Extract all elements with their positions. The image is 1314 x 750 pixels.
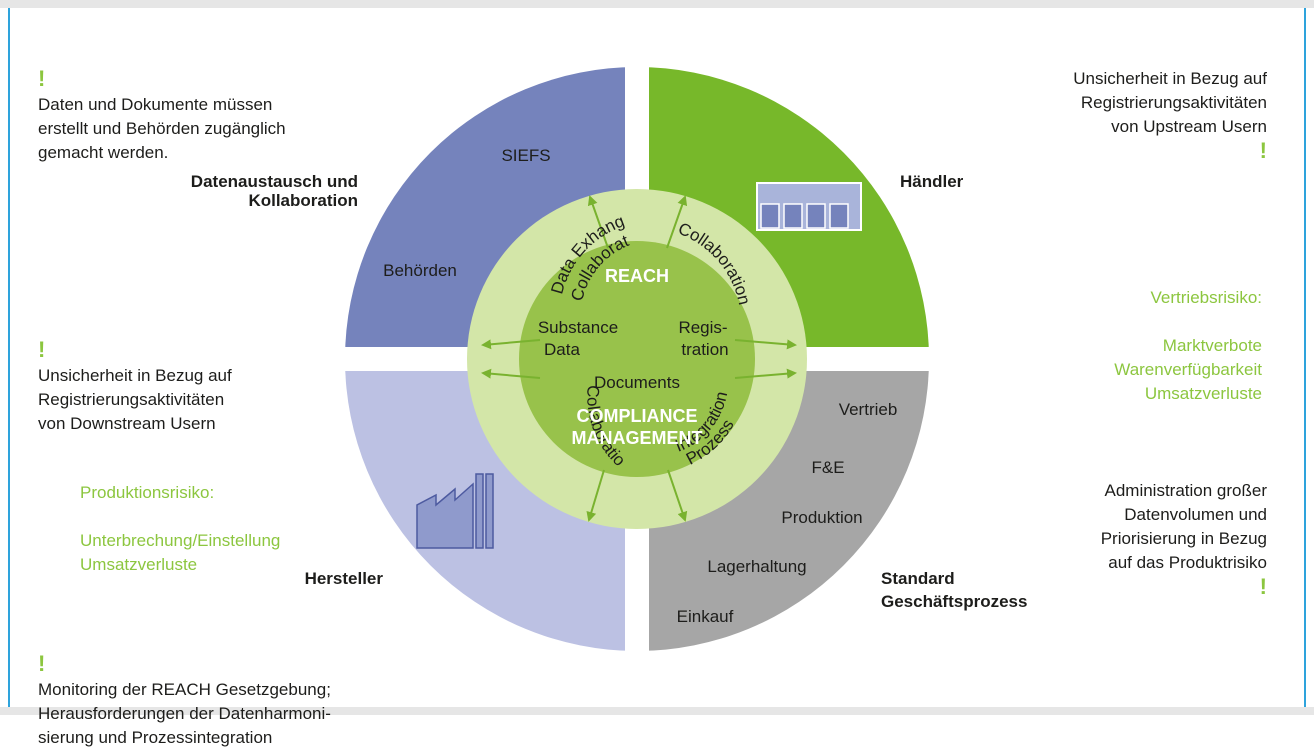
warning-exclamation-icon: ! — [38, 66, 46, 91]
title-geschaeftsprozess: Geschäftsprozess — [881, 592, 1027, 611]
note-upstream: Unsicherheit in Bezug auf Registrierungs… — [1073, 69, 1267, 163]
risk-vertrieb-items: Marktverbote Warenverfügbarkeit Umsatzve… — [1114, 336, 1262, 403]
label-einkauf: Einkauf — [677, 607, 734, 626]
reach-title: REACH — [605, 266, 669, 286]
risk-produktion-items: Unterbrechung/Einstellung Umsatzverluste — [80, 531, 281, 574]
label-lagerhaltung: Lagerhaltung — [707, 557, 806, 576]
warning-exclamation-icon: ! — [1259, 138, 1267, 163]
bottom-bar — [0, 707, 1314, 715]
note-administration: Administration großer Datenvolumen und P… — [1100, 481, 1267, 599]
label-behoerden: Behörden — [383, 261, 457, 280]
reach-diagram: Data Exhange & Collaboration Collaborati… — [0, 0, 1028, 651]
label-produktion: Produktion — [781, 508, 862, 527]
center-item-substance: Substance — [538, 318, 618, 337]
left-border — [8, 8, 10, 707]
center-item-regis: Regis- — [678, 318, 727, 337]
warehouse-icon — [756, 182, 862, 231]
center-item-data: Data — [544, 340, 580, 359]
center-item-documents: Documents — [594, 373, 680, 392]
risk-vertrieb: Vertriebsrisiko: Marktverbote Warenverfü… — [1114, 262, 1262, 430]
top-bar — [0, 0, 1314, 8]
warning-exclamation-icon: ! — [38, 651, 46, 676]
note-downstream: ! Unsicherheit in Bezug auf Registrierun… — [38, 337, 232, 434]
title-datenaustausch-1: Datenaustausch und — [191, 172, 358, 191]
center-circle — [519, 241, 755, 477]
warning-exclamation-icon: ! — [1259, 574, 1267, 599]
title-datenaustausch-2: Kollaboration — [248, 191, 358, 210]
factory-icon — [416, 473, 494, 549]
note-daten-dokumente: ! Daten und Dokumente müssen erstellt un… — [38, 66, 286, 163]
note-monitoring: ! Monitoring der REACH Gesetzgebung; Her… — [38, 651, 331, 748]
title-haendler: Händler — [900, 172, 964, 191]
right-border — [1304, 8, 1306, 707]
title-hersteller: Hersteller — [305, 569, 384, 588]
title-standard: Standard — [881, 569, 955, 588]
center-item-tration: tration — [681, 340, 728, 359]
arrows — [481, 195, 797, 522]
warning-exclamation-icon: ! — [38, 337, 46, 362]
compliance-title: COMPLIANCE — [577, 406, 698, 426]
label-vertrieb: Vertrieb — [839, 400, 898, 419]
risk-produktion-title: Produktionsrisiko: — [80, 483, 215, 502]
management-title: MANAGEMENT — [572, 428, 703, 448]
label-fue: F&E — [811, 458, 844, 477]
risk-produktion: Produktionsrisiko: Unterbrechung/Einstel… — [80, 457, 280, 601]
label-siefs: SIEFS — [501, 146, 550, 165]
risk-vertrieb-title: Vertriebsrisiko: — [1150, 288, 1262, 307]
